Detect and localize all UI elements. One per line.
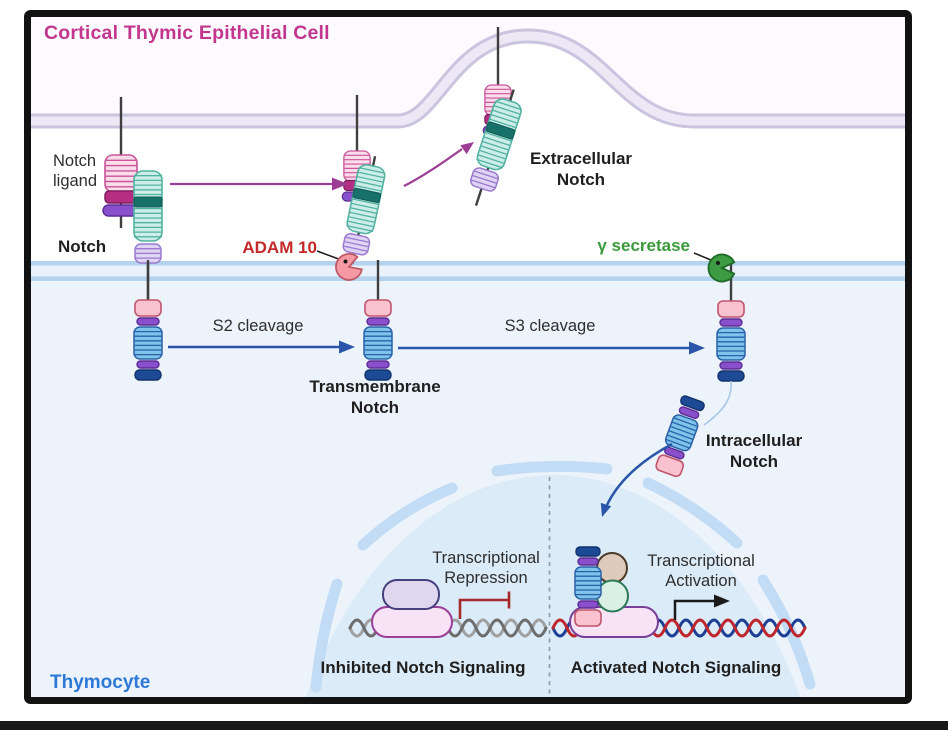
s3-cleavage-arrow bbox=[398, 341, 705, 355]
notch-icd-nuclear bbox=[574, 546, 602, 627]
extracellular-release-arrow bbox=[403, 142, 474, 188]
extracellular-notch-complex bbox=[467, 27, 525, 206]
adam10-label: ADAM 10 bbox=[242, 238, 317, 257]
notch-receptor-mid bbox=[340, 155, 394, 382]
notch-label: Notch bbox=[58, 237, 107, 256]
s3-cleavage-label: S3 cleavage bbox=[504, 317, 596, 335]
inhibited-notch-signaling-label: Inhibited Notch Signaling bbox=[320, 658, 526, 677]
transcription-start-arrow bbox=[673, 594, 730, 620]
activated-notch-signaling-label: Activated Notch Signaling bbox=[570, 658, 782, 677]
gamma-secretase-label: γ secretase bbox=[597, 236, 690, 255]
transmembrane-notch-label: Transmembrane Notch bbox=[309, 377, 441, 417]
transcriptional-repression-label: Transcriptional Repression bbox=[432, 549, 540, 587]
repression-inhibitor-symbol bbox=[458, 591, 511, 619]
s2-cleavage-label: S2 cleavage bbox=[212, 317, 304, 335]
extracellular-notch-label: Extracellular Notch bbox=[529, 149, 633, 189]
transcriptional-activation-label: Transcriptional Activation bbox=[647, 552, 755, 590]
s2-cleavage-arrow bbox=[168, 340, 355, 354]
repressor-complex bbox=[371, 579, 453, 638]
nucleus-envelope-dashes bbox=[310, 460, 816, 693]
notch-receptor-left bbox=[132, 170, 164, 382]
epithelial-cell-interior bbox=[30, 16, 906, 121]
release-path-curve bbox=[703, 380, 732, 426]
epithelial-membrane bbox=[30, 28, 906, 129]
ligand-binding-arrow bbox=[170, 177, 348, 191]
intracellular-notch-label: Intracellular Notch bbox=[705, 431, 803, 471]
adam10-enzyme-pacman-icon bbox=[316, 250, 363, 281]
activator-complex bbox=[569, 546, 659, 638]
notch-ligand-label: Notch ligand bbox=[53, 152, 98, 190]
thymocyte-title: Thymocyte bbox=[50, 672, 151, 693]
notch-ligand-complex-left bbox=[102, 97, 140, 228]
thymocyte-membrane bbox=[30, 261, 906, 281]
figure-frame bbox=[24, 10, 912, 704]
nuclear-translocation-arrow bbox=[600, 442, 673, 517]
bottom-window-edge bbox=[0, 721, 948, 730]
epithelial-cell-title: Cortical Thymic Epithelial Cell bbox=[44, 22, 330, 44]
gamma-secretase-enzyme-pacman-icon bbox=[693, 252, 736, 283]
nucleus bbox=[305, 460, 816, 698]
